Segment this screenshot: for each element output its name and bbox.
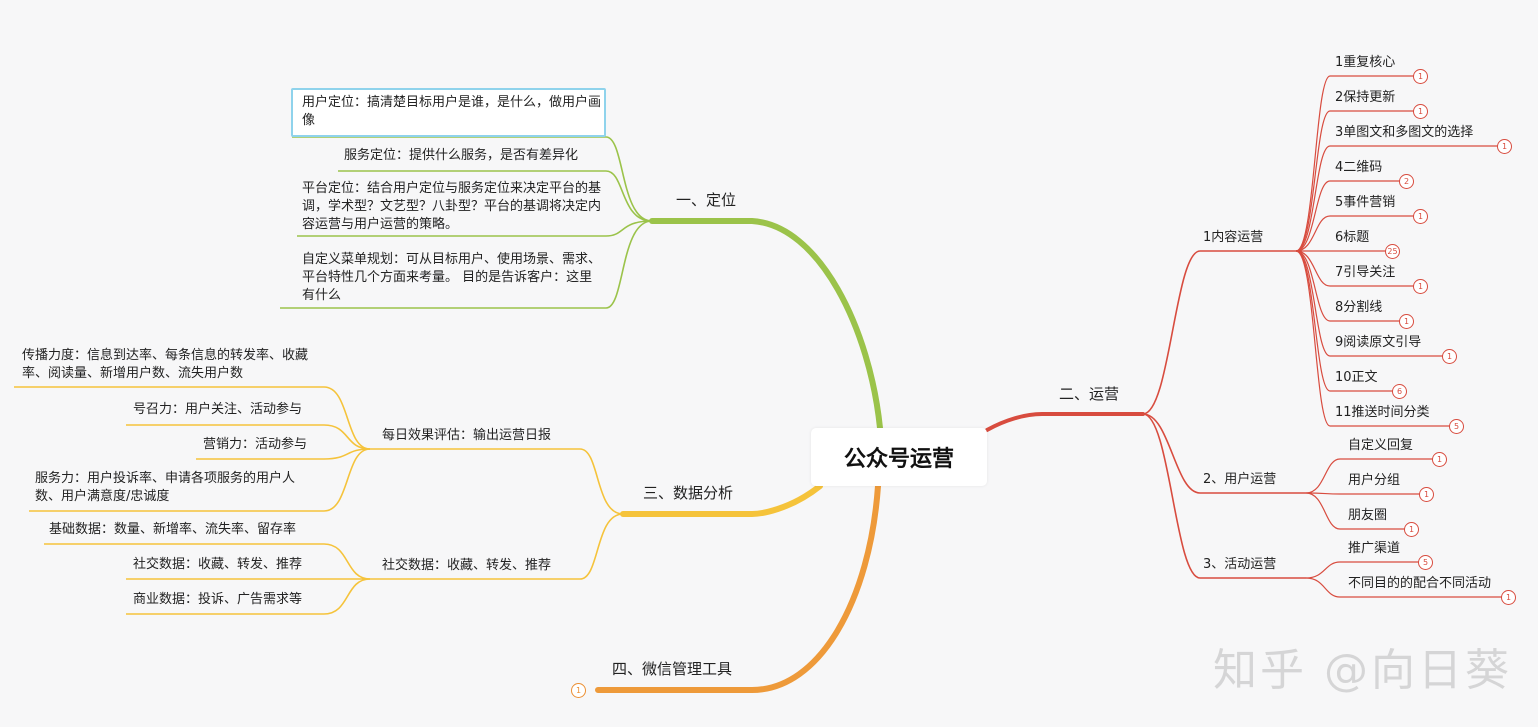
node-content-item-2[interactable]: 2保持更新 xyxy=(1335,90,1396,105)
node-service-positioning[interactable]: 服务定位：提供什么服务，是否有差异化 xyxy=(344,148,579,163)
node-appeal-power[interactable]: 号召力：用户关注、活动参与 xyxy=(133,402,303,417)
node-content-item-3[interactable]: 3单图文和多图文的选择 xyxy=(1335,125,1474,140)
node-basic-data[interactable]: 基础数据：数量、新增率、流失率、留存率 xyxy=(49,522,297,537)
node-content-item-7[interactable]: 7引导关注 xyxy=(1335,265,1396,280)
node-moments[interactable]: 朋友圈 xyxy=(1348,508,1388,523)
node-content-item-1[interactable]: 1重复核心 xyxy=(1335,55,1396,70)
count-badge[interactable]: 5 xyxy=(1418,555,1433,570)
node-social-data[interactable]: 社交数据：收藏、转发、推荐 xyxy=(133,557,303,572)
count-badge[interactable]: 1 xyxy=(1497,139,1512,154)
node-marketing-power[interactable]: 营销力：活动参与 xyxy=(203,437,308,452)
wechat-tools-count-badge[interactable]: 1 xyxy=(571,683,586,698)
selection-highlight xyxy=(291,88,606,137)
node-daily-evaluation[interactable]: 每日效果评估：输出运营日报 xyxy=(382,428,552,443)
count-badge[interactable]: 1 xyxy=(1413,69,1428,84)
node-service-power[interactable]: 服务力：用户投诉率、申请各项服务的用户人数、用户满意度/忠诚度 xyxy=(35,471,296,504)
node-auto-reply[interactable]: 自定义回复 xyxy=(1348,438,1414,453)
zhihu-watermark: 知乎 @向日葵 xyxy=(1213,645,1512,696)
branch-wechat-tools[interactable]: 四、微信管理工具 xyxy=(612,660,733,678)
branch-operations[interactable]: 二、运营 xyxy=(1059,385,1120,403)
branch-data-analysis[interactable]: 三、数据分析 xyxy=(643,484,734,502)
node-user-positioning[interactable]: 用户定位：搞清楚目标用户是谁，是什么，做用户画像 xyxy=(302,95,602,128)
count-badge[interactable]: 25 xyxy=(1385,244,1400,259)
count-badge[interactable]: 5 xyxy=(1449,419,1464,434)
node-content-operations[interactable]: 1内容运营 xyxy=(1203,230,1264,245)
node-content-item-9[interactable]: 9阅读原文引导 xyxy=(1335,335,1422,350)
node-promotion-channels[interactable]: 推广渠道 xyxy=(1348,541,1401,556)
node-platform-positioning[interactable]: 平台定位：结合用户定位与服务定位来决定平台的基调，学术型？文艺型？八卦型？平台的… xyxy=(302,181,602,232)
node-content-item-6[interactable]: 6标题 xyxy=(1335,230,1370,245)
count-badge[interactable]: 1 xyxy=(1442,349,1457,364)
node-menu-planning[interactable]: 自定义菜单规划：可从目标用户、使用场景、需求、平台特性几个方面来考量。 目的是告… xyxy=(302,252,602,303)
count-badge[interactable]: 1 xyxy=(1432,452,1447,467)
node-content-item-11[interactable]: 11推送时间分类 xyxy=(1335,405,1430,420)
node-business-data[interactable]: 商业数据：投诉、广告需求等 xyxy=(133,592,303,607)
node-activity-matching[interactable]: 不同目的的配合不同活动 xyxy=(1348,576,1492,591)
central-topic[interactable]: 公众号运营 xyxy=(811,428,987,486)
node-spread-power[interactable]: 传播力度：信息到达率、每条信息的转发率、收藏率、阅读量、新增用户数、流失用户数 xyxy=(22,348,309,381)
count-badge[interactable]: 1 xyxy=(1404,522,1419,537)
node-user-operations[interactable]: 2、用户运营 xyxy=(1203,472,1277,487)
node-activity-operations[interactable]: 3、活动运营 xyxy=(1203,557,1277,572)
count-badge[interactable]: 1 xyxy=(1413,104,1428,119)
count-badge[interactable]: 6 xyxy=(1392,384,1407,399)
count-badge[interactable]: 1 xyxy=(1399,314,1414,329)
count-badge[interactable]: 1 xyxy=(1501,590,1516,605)
count-badge[interactable]: 1 xyxy=(1413,279,1428,294)
node-content-item-10[interactable]: 10正文 xyxy=(1335,370,1378,385)
node-user-groups[interactable]: 用户分组 xyxy=(1348,473,1401,488)
branch-positioning[interactable]: 一、定位 xyxy=(676,191,737,209)
count-badge[interactable]: 1 xyxy=(1413,209,1428,224)
node-social-data-group[interactable]: 社交数据：收藏、转发、推荐 xyxy=(382,558,552,573)
count-badge[interactable]: 1 xyxy=(1419,487,1434,502)
node-content-item-8[interactable]: 8分割线 xyxy=(1335,300,1383,315)
count-badge[interactable]: 2 xyxy=(1399,174,1414,189)
node-content-item-4[interactable]: 4二维码 xyxy=(1335,160,1383,175)
node-content-item-5[interactable]: 5事件营销 xyxy=(1335,195,1396,210)
